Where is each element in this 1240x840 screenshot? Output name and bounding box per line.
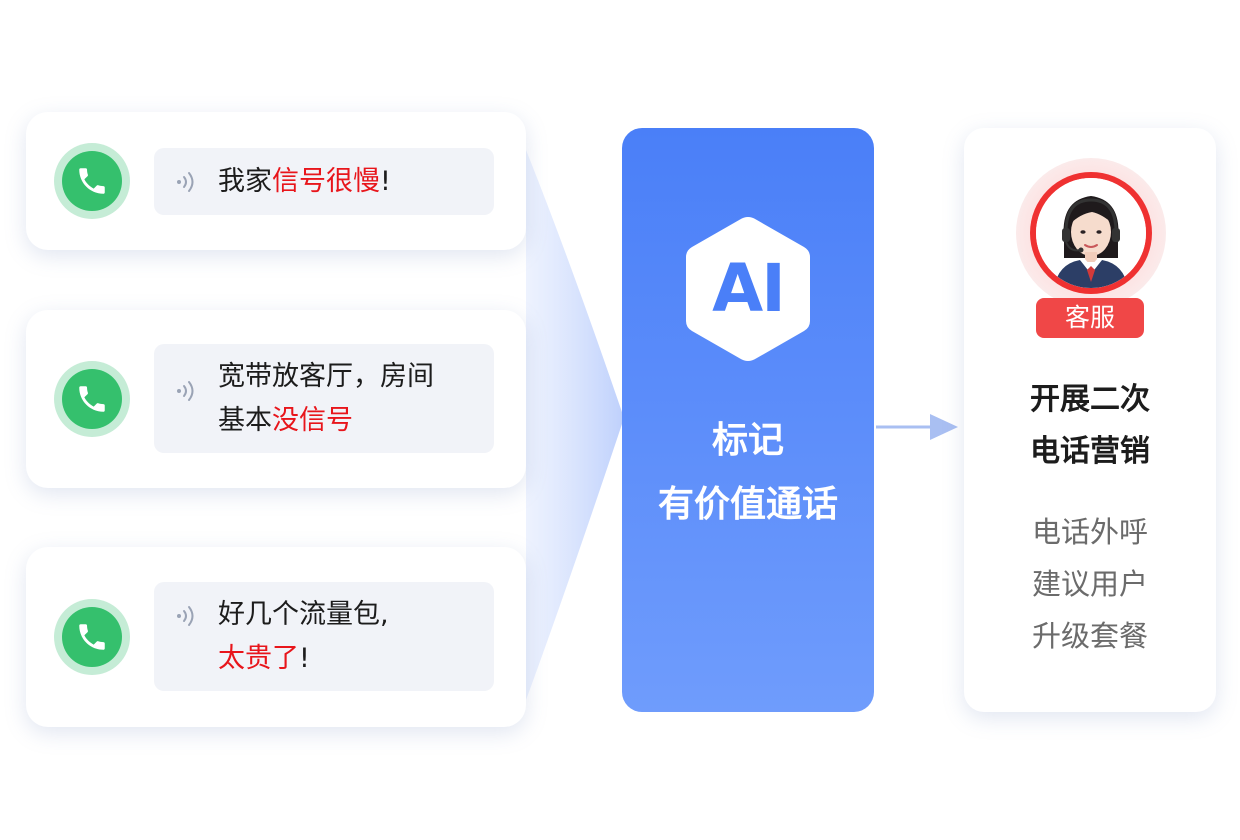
phone-icon xyxy=(54,361,130,437)
voice-wave-icon xyxy=(177,606,194,626)
arrow-right-icon xyxy=(876,414,958,440)
result-card: 客服 开展二次 电话营销 电话外呼 建议用户 升级套餐 xyxy=(964,128,1216,712)
phone-icon xyxy=(54,143,130,219)
highlight-segment: 没信号 xyxy=(272,404,353,436)
speech-bubble: 我家信号很慢! xyxy=(154,148,494,215)
call-card-3: 好几个流量包, 太贵了! xyxy=(26,547,526,727)
text-segment: ! xyxy=(380,165,391,197)
speech-bubble: 好几个流量包, 太贵了! xyxy=(154,582,494,691)
transcript-line-2: 太贵了! xyxy=(218,637,389,681)
ai-panel: AI 标记 有价值通话 xyxy=(622,128,874,712)
ai-title-line-1: 标记 xyxy=(711,420,784,461)
result-title-line-2: 电话营销 xyxy=(1030,434,1150,469)
result-sub-line-3: 升级套餐 xyxy=(1031,619,1148,653)
agent-avatar-icon xyxy=(1036,178,1146,288)
transcript-line-2: 基本没信号 xyxy=(218,399,434,443)
voice-wave-icon xyxy=(177,171,194,192)
result-title-line-1: 开展二次 xyxy=(1030,382,1150,417)
highlight-segment: 信号很慢 xyxy=(272,165,380,197)
highlight-segment: 太贵了 xyxy=(218,642,299,674)
ai-hexagon-badge: AI xyxy=(682,213,814,365)
text-segment: 基本 xyxy=(218,404,272,436)
voice-wave-icon xyxy=(177,381,194,401)
call-transcript: 我家信号很慢! xyxy=(218,160,391,204)
role-badge: 客服 xyxy=(1036,298,1144,338)
transcript-line-1: 宽带放客厅，房间 xyxy=(218,360,434,392)
result-sub-line-1: 电话外呼 xyxy=(1031,515,1148,549)
call-transcript: 宽带放客厅，房间 基本没信号 xyxy=(218,355,434,443)
ai-title-line-2: 有价值通话 xyxy=(657,484,838,525)
text-segment: ! xyxy=(299,642,310,674)
call-card-2: 宽带放客厅，房间 基本没信号 xyxy=(26,310,526,488)
ai-badge-text: AI xyxy=(712,250,786,327)
transcript-line-1: 好几个流量包, xyxy=(218,598,389,630)
phone-icon xyxy=(54,599,130,675)
call-transcript: 好几个流量包, 太贵了! xyxy=(218,593,389,681)
call-card-1: 我家信号很慢! xyxy=(26,112,526,250)
avatar xyxy=(1016,158,1166,308)
result-sub-line-2: 建议用户 xyxy=(1031,567,1148,601)
hexagon-icon xyxy=(686,217,810,361)
text-segment: 我家 xyxy=(218,165,272,197)
speech-bubble: 宽带放客厅，房间 基本没信号 xyxy=(154,344,494,453)
